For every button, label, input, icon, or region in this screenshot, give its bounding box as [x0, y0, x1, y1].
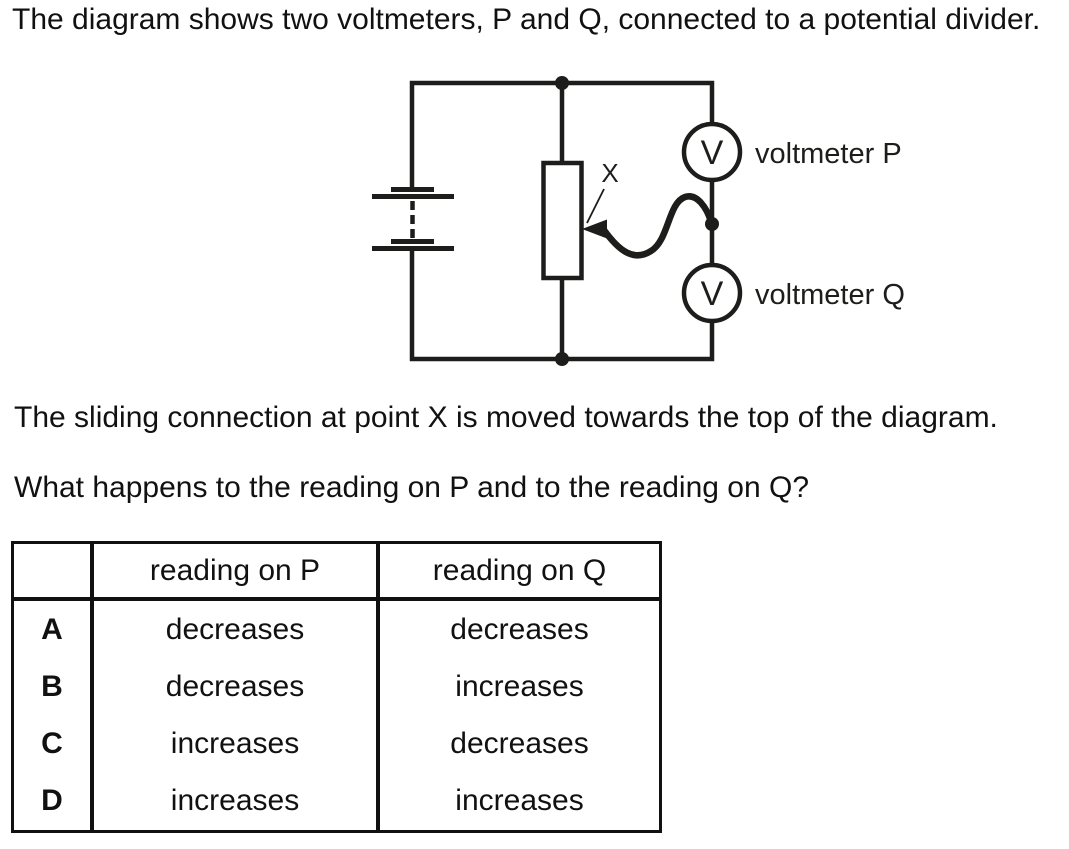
junction-dot-bottom	[555, 352, 569, 366]
slider-x-label: X	[601, 158, 618, 188]
answer-table: reading on P reading on Q A decreases de…	[11, 541, 662, 833]
wiper-wire	[600, 193, 715, 259]
reading-on-q-value-c: decreases	[450, 727, 589, 761]
potentiometer-icon	[541, 160, 584, 281]
reading-on-q-value-b: increases	[455, 669, 584, 703]
reading-on-q-value-d: increases	[455, 784, 584, 818]
reading-on-p-value-b: decreases	[94, 658, 380, 716]
question-statement: The sliding connection at point X is mov…	[14, 401, 998, 434]
option-label-d: D	[14, 772, 94, 830]
circuit-diagram: X V voltmeter P V voltmeter Q	[372, 76, 905, 366]
slider-arrow-icon	[582, 219, 607, 239]
voltmeter-p-symbol: V	[701, 134, 724, 172]
option-label-b: B	[14, 658, 94, 716]
option-label-c: C	[14, 715, 94, 773]
header-reading-on-p: reading on P	[94, 544, 380, 601]
junction-dot-right	[705, 217, 719, 231]
junction-dot-top	[555, 76, 569, 90]
voltmeter-q-symbol: V	[701, 275, 724, 313]
battery-icon	[372, 187, 454, 251]
x-pointer-line	[586, 188, 605, 224]
option-label-a: A	[14, 601, 94, 659]
question-intro: The diagram shows two voltmeters, P and …	[12, 3, 1041, 36]
voltmeter-q-icon: V	[681, 262, 743, 324]
header-option-cell	[14, 544, 94, 601]
voltmeter-q-label: voltmeter Q	[755, 279, 905, 311]
reading-on-q-value-a: decreases	[450, 612, 589, 646]
voltmeter-p-label: voltmeter P	[755, 138, 902, 170]
reading-on-p-value-d: increases	[94, 772, 380, 830]
voltmeter-p-icon: V	[681, 121, 743, 183]
question-prompt: What happens to the reading on P and to …	[14, 471, 810, 504]
reading-on-p-value-a: decreases	[94, 601, 380, 659]
reading-on-p-value-c: increases	[94, 715, 380, 773]
header-reading-on-q: reading on Q	[380, 544, 659, 601]
slider-wiper: X	[582, 158, 715, 259]
